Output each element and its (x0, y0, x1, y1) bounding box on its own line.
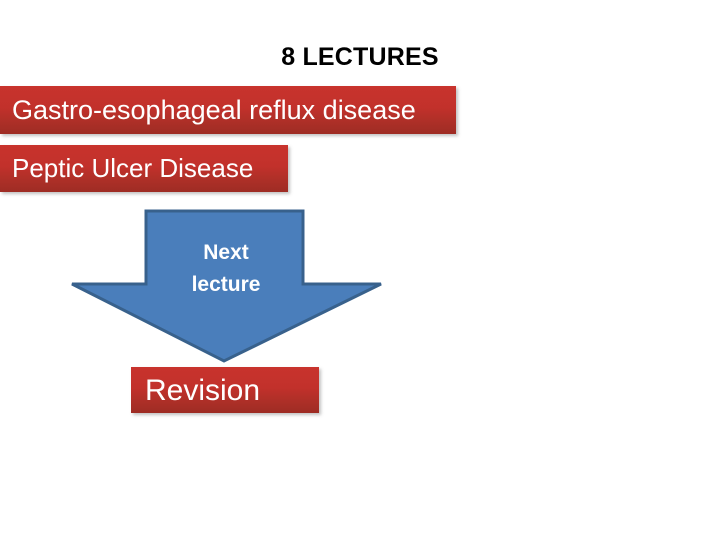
topic-box-peptic-ulcer-disease[interactable]: Peptic Ulcer Disease (0, 145, 288, 192)
topic-box-label: Gastro-esophageal reflux disease (12, 95, 416, 125)
down-arrow-shape[interactable]: Next lecture (66, 205, 388, 367)
topic-box-label: Peptic Ulcer Disease (12, 153, 254, 183)
topic-box-label: Revision (145, 373, 261, 407)
topic-box-gastro-esophageal-reflux-disease[interactable]: Gastro-esophageal reflux disease (0, 86, 456, 134)
down-arrow-icon (71, 209, 382, 363)
page-title: 8 LECTURES (281, 43, 439, 71)
topic-box-revision[interactable]: Revision (131, 367, 319, 413)
